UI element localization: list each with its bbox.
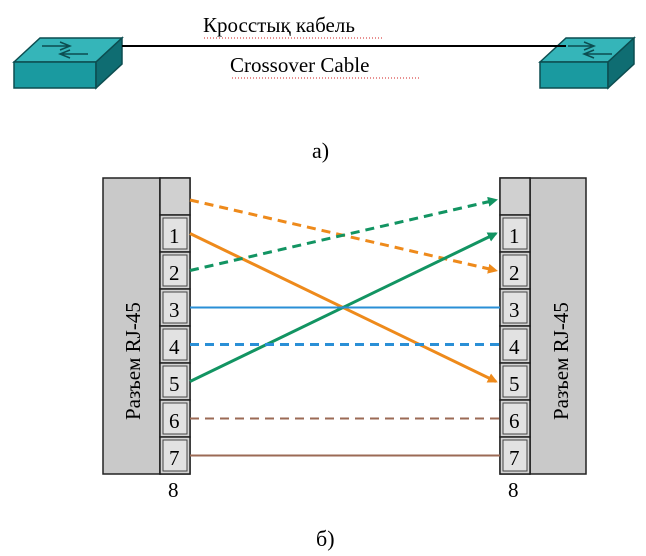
wire-group: [189, 196, 500, 457]
left-pin-label: 3: [169, 298, 180, 322]
left-pin-inner: [162, 439, 188, 472]
left-pin-label: 1: [169, 224, 180, 248]
cable-label-en: Crossover Cable: [230, 53, 369, 77]
right-pin-inner: [502, 365, 528, 398]
right-pin-inner: [502, 439, 528, 472]
right-pin-label: 1: [509, 224, 520, 248]
switch-right-icon: [538, 36, 636, 90]
right-pin-inner: [502, 254, 528, 287]
left-pin-inner: [162, 402, 188, 435]
left-pin-inner: [162, 365, 188, 398]
right-pin-label: 2: [509, 261, 520, 285]
left-connector-label: Разъем RJ-45: [121, 302, 145, 420]
left-pin-inner: [162, 254, 188, 287]
left-pin-inner: [162, 328, 188, 361]
right-connector-label: Разъем RJ-45: [549, 302, 573, 420]
right-pin-label: 5: [509, 372, 520, 396]
caption-a: а): [312, 138, 329, 163]
left-pin-label: 2: [169, 261, 180, 285]
left-pin-label: 6: [169, 409, 180, 433]
right-pin-8-label: 8: [508, 478, 519, 502]
left-pin-8-label: 8: [168, 478, 179, 502]
left-pin-label: 4: [169, 335, 180, 359]
caption-b: б): [316, 526, 335, 551]
right-pin-label: 7: [509, 446, 520, 470]
left-pin-inner: [162, 217, 188, 250]
cable-label-kk: Кросстық кабель: [203, 13, 355, 37]
left-pin-inner: [162, 291, 188, 324]
right-pin-inner: [502, 328, 528, 361]
left-pin-label: 5: [169, 372, 180, 396]
wire-2-to-top: [189, 196, 498, 272]
right-pin-inner: [502, 217, 528, 250]
right-pin-inner: [502, 402, 528, 435]
right-pin-label: 3: [509, 298, 520, 322]
right-pin-column: 1 2 3 4 5 6 7: [499, 214, 531, 475]
left-pin-column: 1 2 3 4 5 6 7: [159, 214, 191, 475]
left-pin-label: 7: [169, 446, 180, 470]
switch-left-icon: [12, 36, 124, 90]
right-pin-inner: [502, 291, 528, 324]
right-pin-label: 6: [509, 409, 520, 433]
right-pin-label: 4: [509, 335, 520, 359]
